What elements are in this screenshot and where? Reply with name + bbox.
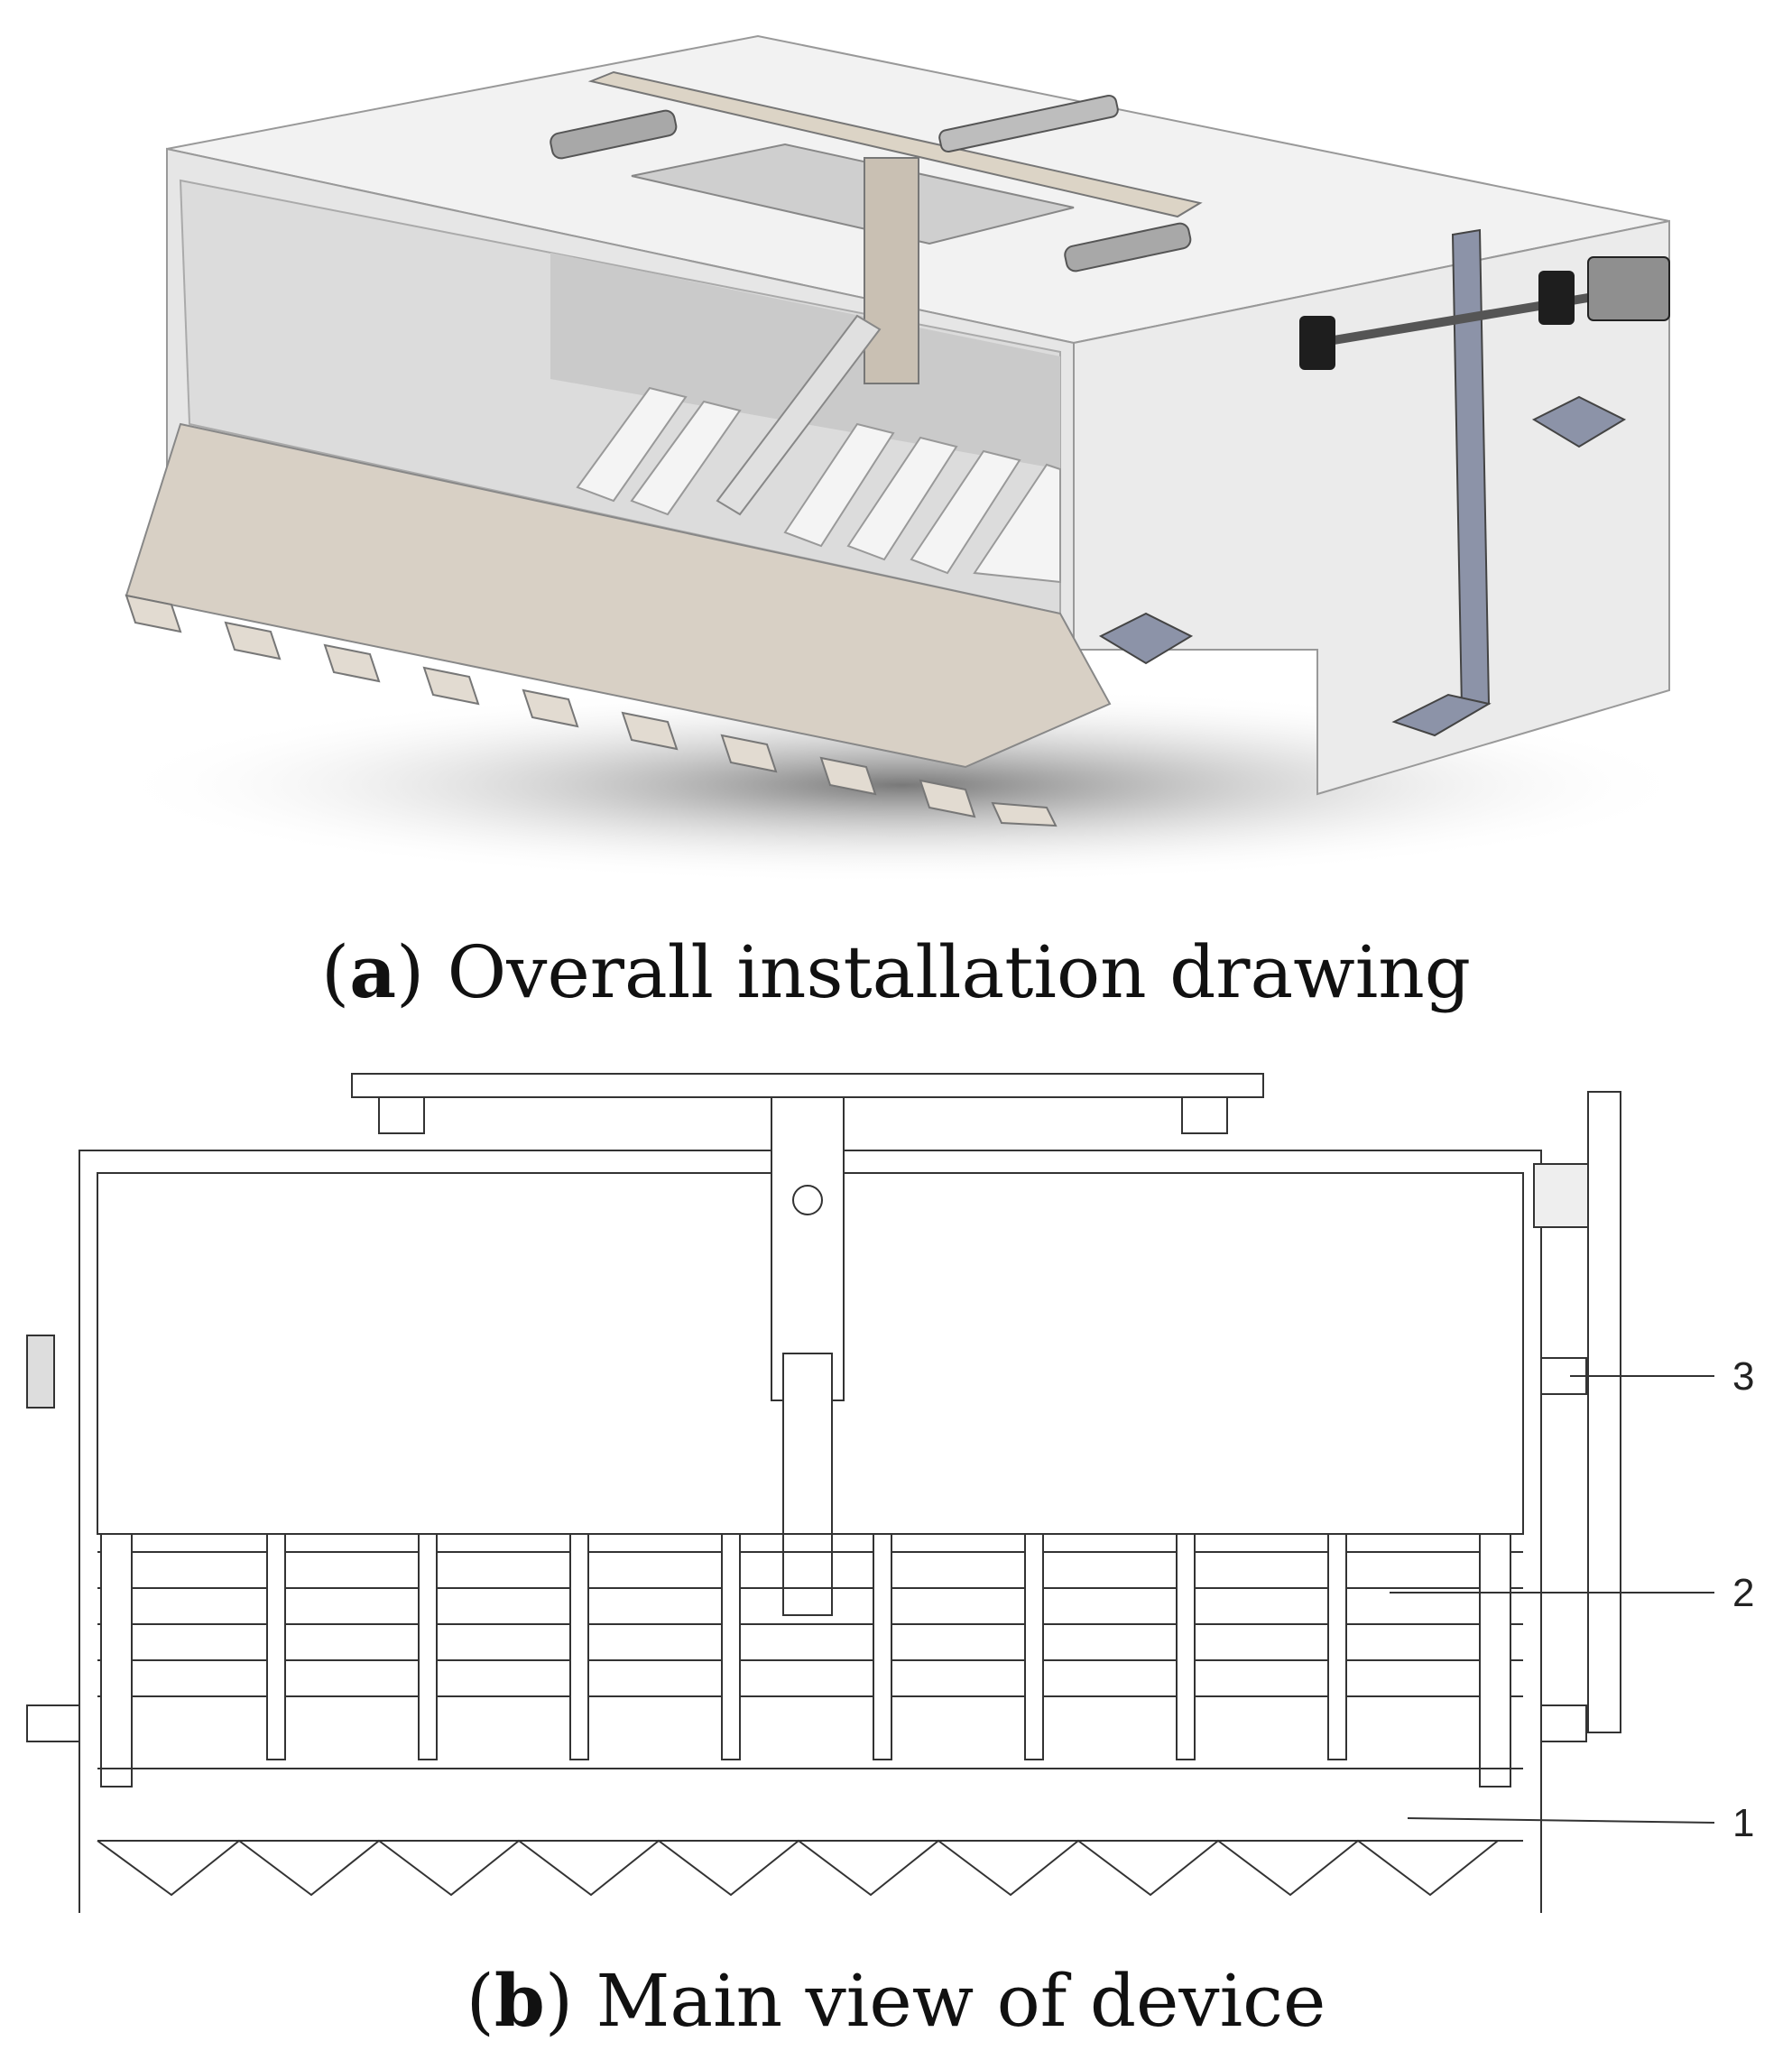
rail-clamp-left bbox=[378, 1096, 425, 1134]
caption-a-letter: a bbox=[349, 929, 397, 1014]
front-view-drawing: 3 2 1 bbox=[0, 1047, 1792, 1913]
caption-b-letter: b bbox=[494, 1958, 545, 2043]
ground-shadow bbox=[108, 686, 1696, 884]
center-pivot bbox=[792, 1185, 823, 1215]
divider-plates bbox=[100, 1533, 1511, 1787]
rail-bearing-right bbox=[1064, 222, 1192, 273]
push-rod bbox=[716, 314, 882, 516]
isometric-svg bbox=[108, 34, 1696, 884]
top-opening bbox=[631, 143, 1075, 245]
callout-label-2: 2 bbox=[1732, 1571, 1754, 1615]
screw-bearing-left bbox=[1299, 316, 1335, 370]
right-crank-plate bbox=[1587, 1091, 1621, 1733]
stepper-motor bbox=[1587, 256, 1670, 321]
center-post bbox=[864, 157, 919, 384]
caption-a: (a) Overall installation drawing bbox=[320, 929, 1472, 1014]
isometric-rendering bbox=[0, 0, 1792, 902]
right-lower-shaft bbox=[1540, 1704, 1587, 1742]
left-shaft bbox=[26, 1704, 80, 1742]
center-cylinder bbox=[782, 1353, 833, 1616]
callout-label-1: 1 bbox=[1732, 1801, 1754, 1845]
center-column bbox=[771, 1096, 845, 1401]
feed-teeth bbox=[125, 594, 1058, 827]
top-rail-bar bbox=[351, 1073, 1264, 1098]
front-view-svg: 3 2 1 bbox=[26, 1073, 1754, 1913]
rail-clamp-right bbox=[1181, 1096, 1228, 1134]
guide-plates bbox=[576, 386, 1061, 584]
caption-b-text: Main view of device bbox=[596, 1959, 1326, 2043]
cylinder-rod bbox=[938, 94, 1119, 153]
top-rail bbox=[587, 70, 1203, 218]
screw-bearing-right bbox=[1538, 271, 1575, 325]
caption-b: (b) Main view of device bbox=[466, 1958, 1326, 2043]
mount-plate-right bbox=[1531, 395, 1627, 448]
rail-bearing-left bbox=[550, 109, 678, 160]
left-gear bbox=[26, 1335, 55, 1409]
leader-line-1 bbox=[1407, 1817, 1715, 1824]
caption-a-text: Overall installation drawing bbox=[447, 930, 1472, 1014]
right-bearing-block bbox=[1533, 1163, 1589, 1228]
crank-foot bbox=[1391, 693, 1492, 737]
feed-teeth-base bbox=[125, 422, 1112, 769]
mount-plate-left bbox=[1098, 612, 1194, 665]
inner-back-panel bbox=[550, 253, 1060, 469]
callout-label-3: 3 bbox=[1732, 1354, 1754, 1399]
